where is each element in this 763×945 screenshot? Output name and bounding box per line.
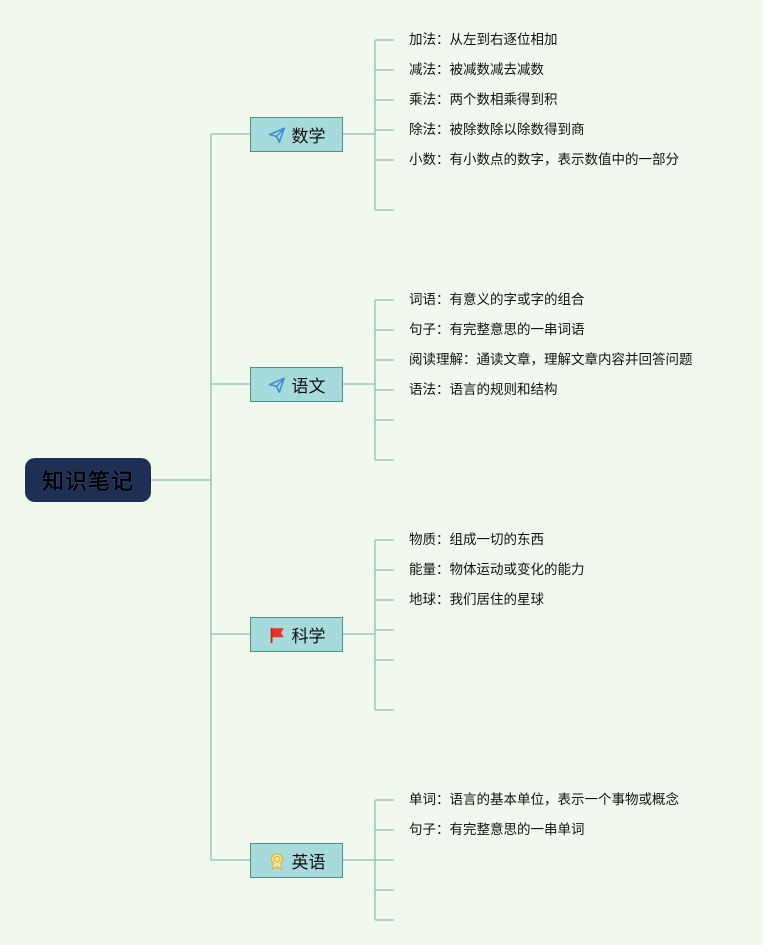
leaf-item-earth[interactable]: 地球：我们居住的星球 xyxy=(409,592,544,608)
root-node[interactable]: 知识笔记 xyxy=(25,458,151,502)
paper-plane-icon xyxy=(268,126,286,144)
leaf-item-subtraction[interactable]: 减法：被减数减去减数 xyxy=(409,62,544,78)
leaf-item-matter[interactable]: 物质：组成一切的东西 xyxy=(409,532,544,548)
leaf-item-words[interactable]: 词语：有意义的字或字的组合 xyxy=(409,292,585,308)
branch-label: 科学 xyxy=(291,627,326,647)
leaf-item-division[interactable]: 除法：被除数除以除数得到商 xyxy=(409,122,585,138)
branch-label: 语文 xyxy=(291,377,326,397)
leaf-item-grammar[interactable]: 语法：语言的规则和结构 xyxy=(409,382,558,398)
leaf-item-multiplication[interactable]: 乘法：两个数相乘得到积 xyxy=(409,92,558,108)
paper-plane-icon xyxy=(268,376,286,394)
medal-icon xyxy=(268,852,286,870)
red-flag-icon xyxy=(268,626,286,644)
branch-node-chinese[interactable]: 语文 xyxy=(250,367,343,402)
branch-label: 数学 xyxy=(291,127,326,147)
root-title: 知识笔记 xyxy=(41,470,134,495)
leaf-item-english-sentence[interactable]: 句子：有完整意思的一串单词 xyxy=(409,822,585,838)
leaf-item-decimal[interactable]: 小数：有小数点的数字，表示数值中的一部分 xyxy=(409,152,679,168)
leaf-item-reading[interactable]: 阅读理解：通读文章，理解文章内容并回答问题 xyxy=(409,352,693,368)
leaf-item-energy[interactable]: 能量：物体运动或变化的能力 xyxy=(409,562,585,578)
branch-node-science[interactable]: 科学 xyxy=(250,617,343,652)
branch-label: 英语 xyxy=(291,853,326,873)
branch-node-english[interactable]: 英语 xyxy=(250,843,343,878)
branch-node-math[interactable]: 数学 xyxy=(250,117,343,152)
leaf-item-sentence[interactable]: 句子：有完整意思的一串词语 xyxy=(409,322,585,338)
leaf-item-addition[interactable]: 加法：从左到右逐位相加 xyxy=(409,32,558,48)
leaf-item-vocabulary[interactable]: 单词：语言的基本单位，表示一个事物或概念 xyxy=(409,792,679,808)
